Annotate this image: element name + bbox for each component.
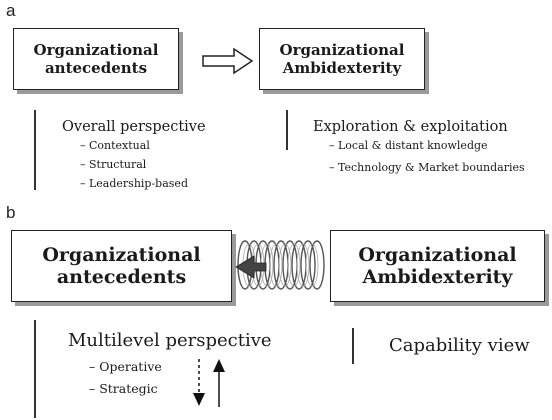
panel-b-left-item-1: – Operative bbox=[89, 359, 162, 374]
panel-a-left-item-3: – Leadership-based bbox=[80, 177, 188, 190]
panel-b-right-heading: Capability view bbox=[389, 335, 530, 356]
panel-b-antecedents-line1: Organizational bbox=[42, 244, 201, 266]
panel-a-antecedents-line2: antecedents bbox=[44, 59, 148, 77]
panel-a-label: a bbox=[6, 1, 16, 20]
panel-b-antecedents-box: Organizational antecedents bbox=[11, 230, 232, 302]
panel-a-antecedents-box: Organizational antecedents bbox=[13, 28, 179, 90]
panel-b-right-divider bbox=[352, 328, 354, 364]
panel-a-right-divider bbox=[286, 110, 288, 150]
level-arrows bbox=[193, 359, 225, 407]
panel-a-left-item-1: – Contextual bbox=[80, 139, 150, 152]
panel-a-ambidexterity-line2: Ambidexterity bbox=[282, 59, 402, 77]
panel-a-ambidexterity-box: Organizational Ambidexterity bbox=[259, 28, 425, 90]
panel-b-ambidexterity-line2: Ambidexterity bbox=[362, 266, 513, 288]
spring-coil-icon bbox=[235, 240, 325, 290]
panel-a-right-item-2: – Technology & Market boundaries bbox=[329, 161, 525, 174]
panel-b-label: b bbox=[6, 203, 16, 222]
panel-b-left-item-2: – Strategic bbox=[89, 381, 158, 396]
panel-a-left-divider bbox=[34, 110, 36, 190]
panel-a-right-heading: Exploration & exploitation bbox=[313, 119, 508, 135]
panel-a-left-item-2: – Structural bbox=[80, 158, 147, 171]
panel-b-ambidexterity-box: Organizational Ambidexterity bbox=[330, 230, 545, 302]
panel-b-antecedents-line2: antecedents bbox=[56, 266, 187, 288]
panel-b-left-heading: Multilevel perspective bbox=[68, 330, 272, 351]
hollow-right-arrow-icon bbox=[202, 47, 254, 75]
panel-a-left-heading: Overall perspective bbox=[62, 119, 206, 135]
panel-b-ambidexterity-line1: Organizational bbox=[358, 244, 517, 266]
panel-b-left-divider bbox=[34, 320, 36, 418]
dashed-down-arrow-icon bbox=[193, 359, 205, 406]
solid-up-arrow-icon bbox=[213, 359, 225, 407]
panel-a-ambidexterity-line1: Organizational bbox=[279, 41, 405, 59]
panel-a-antecedents-line1: Organizational bbox=[33, 41, 159, 59]
panel-a-right-item-1: – Local & distant knowledge bbox=[329, 139, 488, 152]
